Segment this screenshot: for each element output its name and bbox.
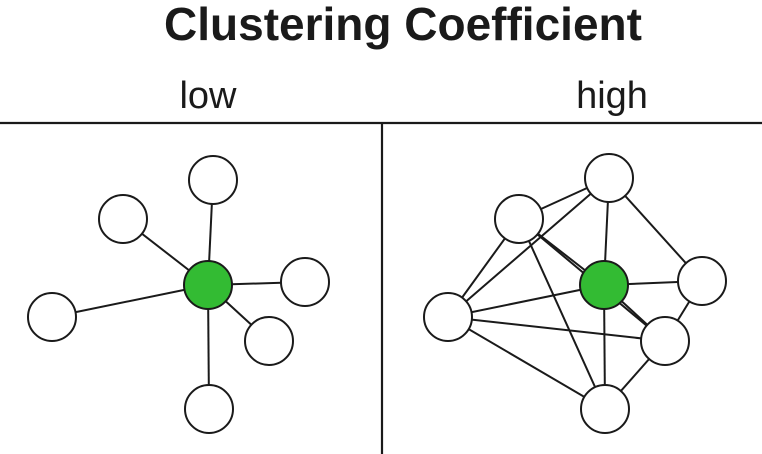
high-node-bottom bbox=[580, 384, 630, 434]
low-graph-nodes bbox=[27, 155, 330, 434]
high-edge-left-lower-right bbox=[447, 316, 666, 342]
high-clustering-graph bbox=[423, 153, 727, 434]
low-node-left bbox=[27, 292, 77, 342]
high-edge-top-left bbox=[447, 177, 610, 318]
low-node-right bbox=[280, 257, 330, 307]
high-graph-nodes bbox=[423, 153, 727, 434]
low-node-c bbox=[183, 260, 233, 310]
low-edge-c-left bbox=[51, 284, 209, 318]
high-node-upper-left bbox=[494, 194, 544, 244]
high-node-left bbox=[423, 292, 473, 342]
low-graph-edges bbox=[51, 179, 306, 410]
high-node-right bbox=[677, 256, 727, 306]
high-edge-upper-left-bottom bbox=[518, 218, 606, 410]
high-graph-edges bbox=[447, 177, 703, 410]
figure-title: Clustering Coefficient bbox=[164, 0, 642, 50]
panel-label-low: low bbox=[179, 75, 237, 117]
low-node-lower-right bbox=[244, 316, 294, 366]
panel-label-high: high bbox=[576, 75, 648, 117]
high-node-lower-right bbox=[640, 316, 690, 366]
high-node-c bbox=[579, 260, 629, 310]
low-node-upper-left bbox=[98, 194, 148, 244]
high-edge-c-left bbox=[447, 284, 605, 318]
low-node-bottom bbox=[184, 384, 234, 434]
high-node-top bbox=[584, 153, 634, 203]
low-node-top bbox=[188, 155, 238, 205]
low-clustering-graph bbox=[27, 155, 330, 434]
high-edge-left-bottom bbox=[447, 316, 606, 410]
